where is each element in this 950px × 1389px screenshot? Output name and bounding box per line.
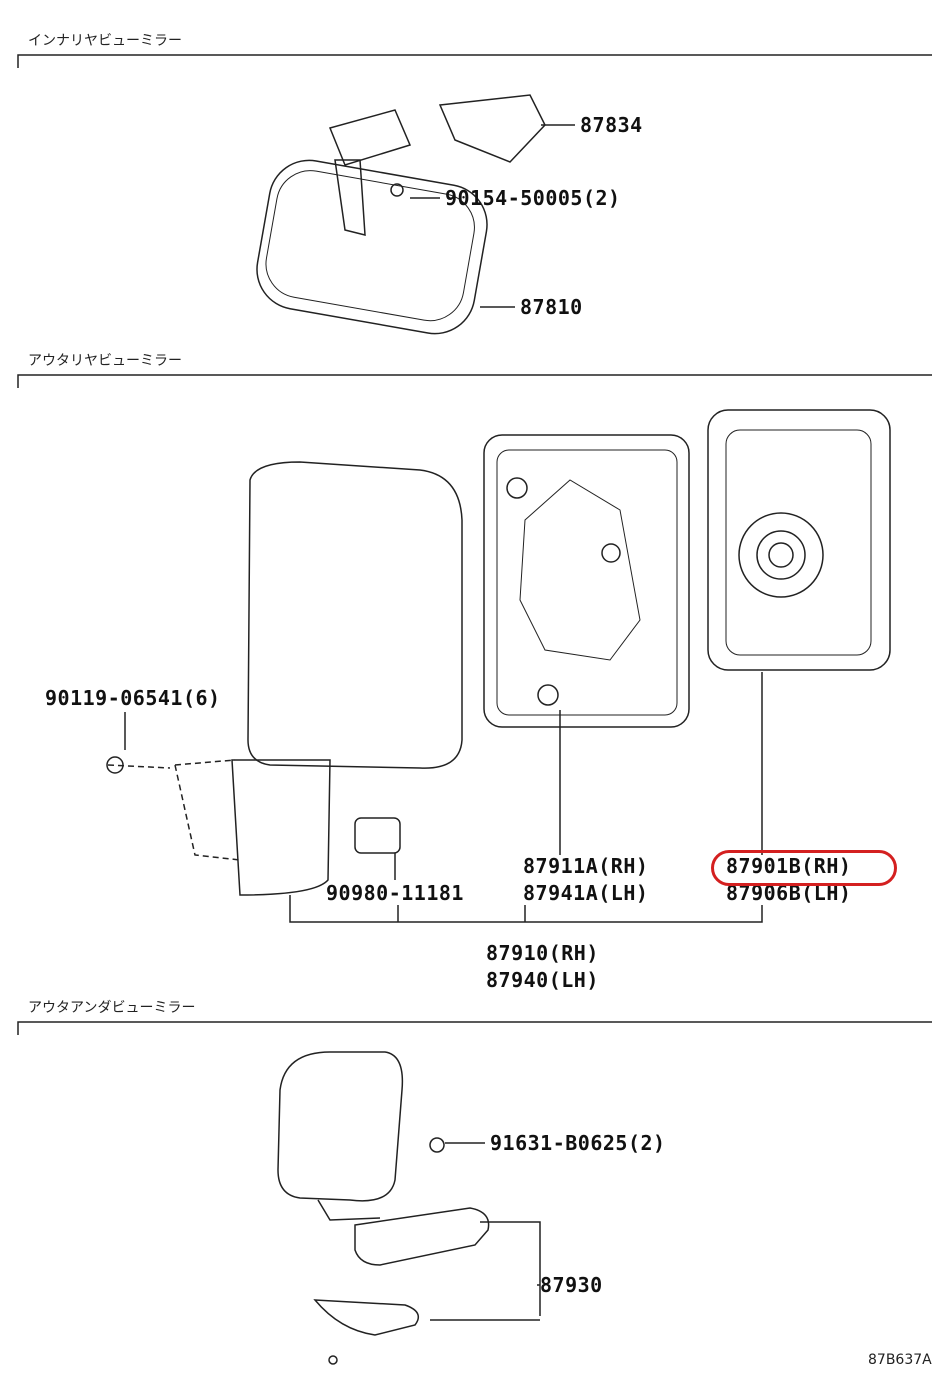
part-label-87834[interactable]: 87834 <box>580 113 643 137</box>
part-label-87941A[interactable]: 87941A(LH) <box>523 881 649 905</box>
part-label-87901B[interactable]: 87901B(RH) <box>726 854 852 878</box>
part-label-90119[interactable]: 90119-06541(6) <box>45 686 221 710</box>
section-divider <box>17 374 932 388</box>
highlight-circle <box>711 850 897 886</box>
part-label-90980[interactable]: 90980-11181 <box>326 881 464 905</box>
under-mirror-drawing <box>277 1051 541 1365</box>
section-divider <box>17 54 932 68</box>
section-title-inner-rear-view-mirror: インナリヤビューミラー <box>28 33 182 49</box>
part-label-87810[interactable]: 87810 <box>520 295 583 319</box>
inner-mirror-drawing <box>256 94 575 335</box>
part-label-90154[interactable]: 90154-50005(2) <box>445 186 621 210</box>
outer-mirror-drawing <box>106 409 891 923</box>
section-divider <box>17 1021 932 1035</box>
section-title-outer-rear-view-mirror: アウタリヤビューミラー <box>28 353 182 369</box>
part-label-87930[interactable]: 87930 <box>540 1273 603 1297</box>
section-title-outer-under-view-mirror: アウタアンダビューミラー <box>28 1000 196 1016</box>
part-label-87911A[interactable]: 87911A(RH) <box>523 854 649 878</box>
part-label-87910[interactable]: 87910(RH) <box>486 941 599 965</box>
part-label-87940[interactable]: 87940(LH) <box>486 968 599 992</box>
diagram-code: 87B637A <box>868 1352 932 1368</box>
part-label-91631[interactable]: 91631-B0625(2) <box>490 1131 666 1155</box>
